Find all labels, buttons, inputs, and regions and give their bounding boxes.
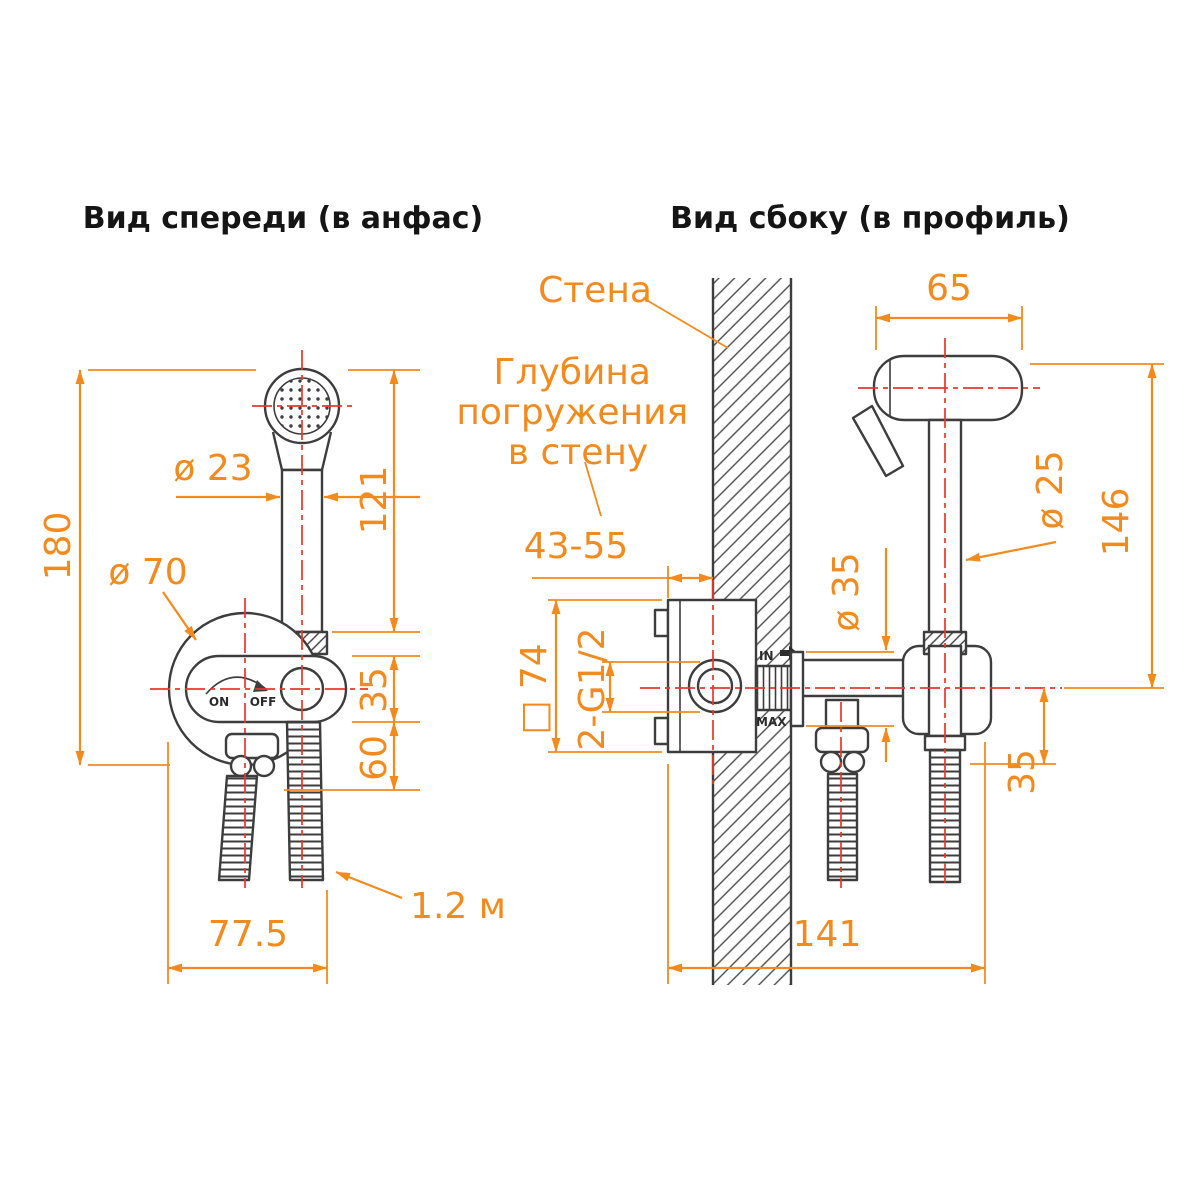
dim-side-offset-bottom: 35	[970, 687, 1056, 795]
dim-side-total-height: 146	[1030, 363, 1164, 689]
wall-flange-side	[789, 650, 805, 728]
supply-hose-side	[826, 772, 859, 882]
wall-label: Стена	[538, 270, 652, 311]
front-dimensions: 180 121 ø 23 ø 70 35	[38, 369, 506, 984]
dim-label-141: 141	[793, 914, 862, 955]
dim-front-base-width: 77.5	[167, 742, 328, 984]
dim-label-180: 180	[38, 512, 79, 581]
hose-connector-front	[224, 732, 280, 760]
dim-label-60: 60	[354, 735, 395, 781]
dim-label-35-side: 35	[1002, 749, 1043, 795]
dim-label-hose-length: 1.2 м	[410, 886, 506, 927]
mixer-lug-top	[653, 608, 670, 638]
dim-label-sq74: □ 74	[514, 643, 555, 734]
shower-hose-side	[928, 748, 962, 884]
dim-front-offset-bottom: 60	[284, 721, 420, 791]
centerlines	[150, 338, 1062, 888]
inlet-in-label: IN	[759, 649, 774, 663]
mixer-lug-bottom	[653, 716, 670, 746]
hose-nut-right-front	[252, 754, 276, 778]
dim-label-43-55: 43-55	[524, 526, 629, 567]
hose-nut-b-side	[842, 750, 866, 774]
depth-caption: Глубина погружения в стену	[456, 352, 699, 473]
dim-front-offset-top: 35	[352, 655, 420, 723]
dim-label-77-5: 77.5	[208, 914, 288, 955]
callout-wall: Стена	[538, 270, 729, 349]
dim-label-146: 146	[1096, 488, 1137, 557]
shower-hose-front	[285, 720, 325, 882]
dim-holder-diameter: ø 35	[806, 548, 894, 762]
dim-label-o23: ø 23	[173, 448, 252, 489]
sprayer-lever-side	[851, 404, 905, 478]
dim-stem-diameter: ø 25	[965, 450, 1071, 562]
dim-label-121: 121	[354, 466, 395, 535]
dim-head-length: 65	[875, 268, 1023, 350]
side-view-title: Вид сбоку (в профиль)	[670, 201, 1070, 236]
dim-front-plate-diameter: ø 70	[108, 552, 197, 641]
dim-front-total-height: 180	[38, 369, 256, 766]
front-view-drawing: ON OFF	[167, 367, 348, 882]
holder-arm-side	[803, 658, 905, 698]
valve-on-label: ON	[209, 695, 229, 709]
hose-nut-left-front	[229, 754, 253, 778]
dim-front-hose-length: 1.2 м	[335, 870, 506, 927]
dim-body-square: □ 74	[514, 599, 662, 753]
dim-label-o25: ø 25	[1030, 450, 1071, 529]
supply-hose-front	[217, 774, 259, 882]
side-dimensions: Стена Глубина погружения в стену 43-55 □…	[456, 268, 1164, 984]
dim-front-sprayer-diameter: ø 23	[173, 448, 420, 502]
dim-embed-depth: 43-55	[524, 526, 714, 598]
hose-connector-side	[814, 726, 870, 754]
dim-label-35-front: 35	[354, 667, 395, 713]
dim-label-thread: 2-G1/2	[572, 627, 613, 750]
inlet-max-label: MAX	[756, 715, 787, 729]
dim-front-sprayer-length: 121	[332, 369, 420, 633]
dim-total-depth: 141	[667, 742, 986, 984]
valve-off-label: OFF	[250, 695, 277, 709]
callout-embed-depth: Глубина погружения в стену	[456, 352, 699, 517]
hose-nut-a-side	[819, 750, 843, 774]
dim-label-o70: ø 70	[108, 552, 187, 593]
front-view-title: Вид спереди (в анфас)	[83, 201, 484, 236]
dim-label-o35: ø 35	[826, 552, 867, 631]
dim-thread: 2-G1/2	[572, 627, 700, 751]
dim-label-65: 65	[926, 268, 972, 309]
mixer-inlet-inner	[696, 667, 734, 705]
